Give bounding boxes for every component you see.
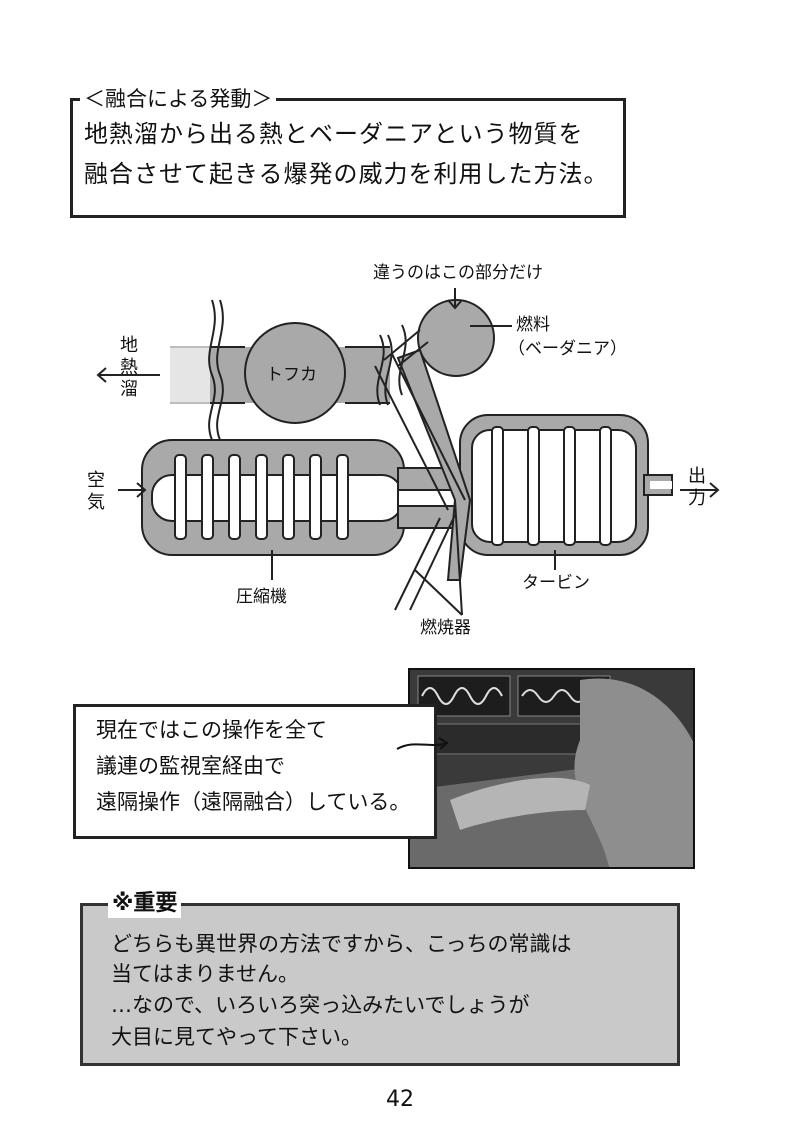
note-line-1: どちらも異世界の方法ですから、こっちの常識は [111, 932, 572, 956]
label-compressor: 圧縮機 [236, 587, 287, 607]
callout-line-3: 遠隔操作（遠隔融合）している。 [96, 790, 411, 814]
label-tofuka: トフカ [266, 365, 317, 385]
engine-diagram: 違うのはこの部分だけ 燃料 （ベーダニア） トフカ 地熱溜 空気 出力 圧縮機 … [0, 250, 800, 650]
important-note-title: ※重要 [108, 890, 182, 918]
control-room-illustration [408, 668, 695, 869]
note-line-2: 当てはまりません。 [111, 962, 299, 986]
label-air: 空気 [87, 470, 105, 513]
note-line-3: …なので、いろいろ突っ込みたいでしょうが [111, 993, 530, 1017]
method-line-1: 地熱溜から出る熱とベーダニアという物質を [84, 120, 584, 148]
method-title: ＜融合による発動＞ [80, 85, 277, 113]
label-fuel-sub: （ベーダニア） [508, 339, 627, 359]
label-fuel: 燃料 [516, 315, 550, 335]
page-number: 42 [386, 1087, 414, 1112]
callout-arrow-icon [396, 737, 449, 750]
callout-line-1: 現在ではこの操作を全て [96, 718, 327, 742]
label-output: 出力 [688, 466, 706, 509]
label-difference: 違うのはこの部分だけ [373, 263, 543, 283]
callout-line-2: 議連の監視室経由で [96, 754, 285, 778]
method-line-2: 融合させて起きる爆発の威力を利用した方法。 [84, 160, 609, 188]
label-turbine: タービン [522, 573, 590, 593]
important-note-box [80, 903, 680, 1066]
label-geothermal: 地熱溜 [120, 335, 138, 400]
remote-operation-callout [73, 704, 437, 839]
control-room-scene [410, 670, 693, 867]
engine-diagram-graphic [96, 288, 720, 616]
note-line-4: 大目に見てやって下さい。 [111, 1025, 362, 1049]
label-combustor: 燃焼器 [420, 618, 471, 638]
method-description-box [70, 98, 626, 218]
